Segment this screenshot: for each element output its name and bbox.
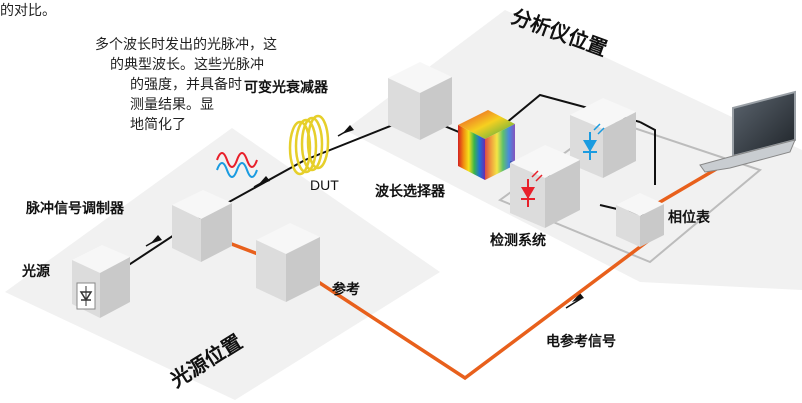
phase-meter-cube xyxy=(616,193,664,247)
laser-diode-icon xyxy=(76,282,96,310)
light-source-cube xyxy=(72,245,130,318)
dut-label: DUT xyxy=(310,177,339,193)
phase-meter-label: 相位表 xyxy=(668,209,711,225)
intro-line: 的对比。 xyxy=(0,2,56,18)
arrow-icon xyxy=(572,293,584,302)
modulator-label: 脉冲信号调制器 xyxy=(25,200,125,216)
intro-paragraph: 的对比。 多个波长时发出的光脉冲，这 的典型波长。这些光脉冲 的强度，并具备时 … xyxy=(0,0,300,134)
intro-line: 测量结果。显 xyxy=(130,96,214,112)
wavelength-selector-label: 波长选择器 xyxy=(375,183,446,199)
reference-cube xyxy=(256,223,320,302)
phase-meter-to-laptop-line xyxy=(654,166,719,207)
attenuator-label: 可变光衰减器 xyxy=(244,79,329,95)
detection-system-label: 检测系统 xyxy=(490,232,546,248)
modulator-cube xyxy=(172,190,232,262)
electrical-reference-label: 电参考信号 xyxy=(546,333,616,349)
electrical-reference-path xyxy=(199,230,662,381)
photodetector-icon xyxy=(583,123,605,160)
reference-label: 参考 xyxy=(332,281,360,297)
photodetector-icon xyxy=(521,170,543,207)
laptop-icon xyxy=(699,90,796,173)
source-platform xyxy=(5,128,440,400)
intro-line: 地简化了 xyxy=(130,116,186,132)
spectrum-cube-icon xyxy=(458,110,515,180)
intro-line: 的典型波长。这些光脉冲 xyxy=(110,56,264,72)
attenuator-cube xyxy=(388,62,452,140)
light-source-label: 光源 xyxy=(21,263,50,279)
fiber-coil-icon xyxy=(288,114,330,176)
wave-signal-icon xyxy=(216,152,258,178)
detector-cube-red xyxy=(510,145,580,228)
intro-line: 的强度，并具备时 xyxy=(130,76,242,92)
intro-line: 多个波长时发出的光脉冲，这 xyxy=(95,36,277,52)
